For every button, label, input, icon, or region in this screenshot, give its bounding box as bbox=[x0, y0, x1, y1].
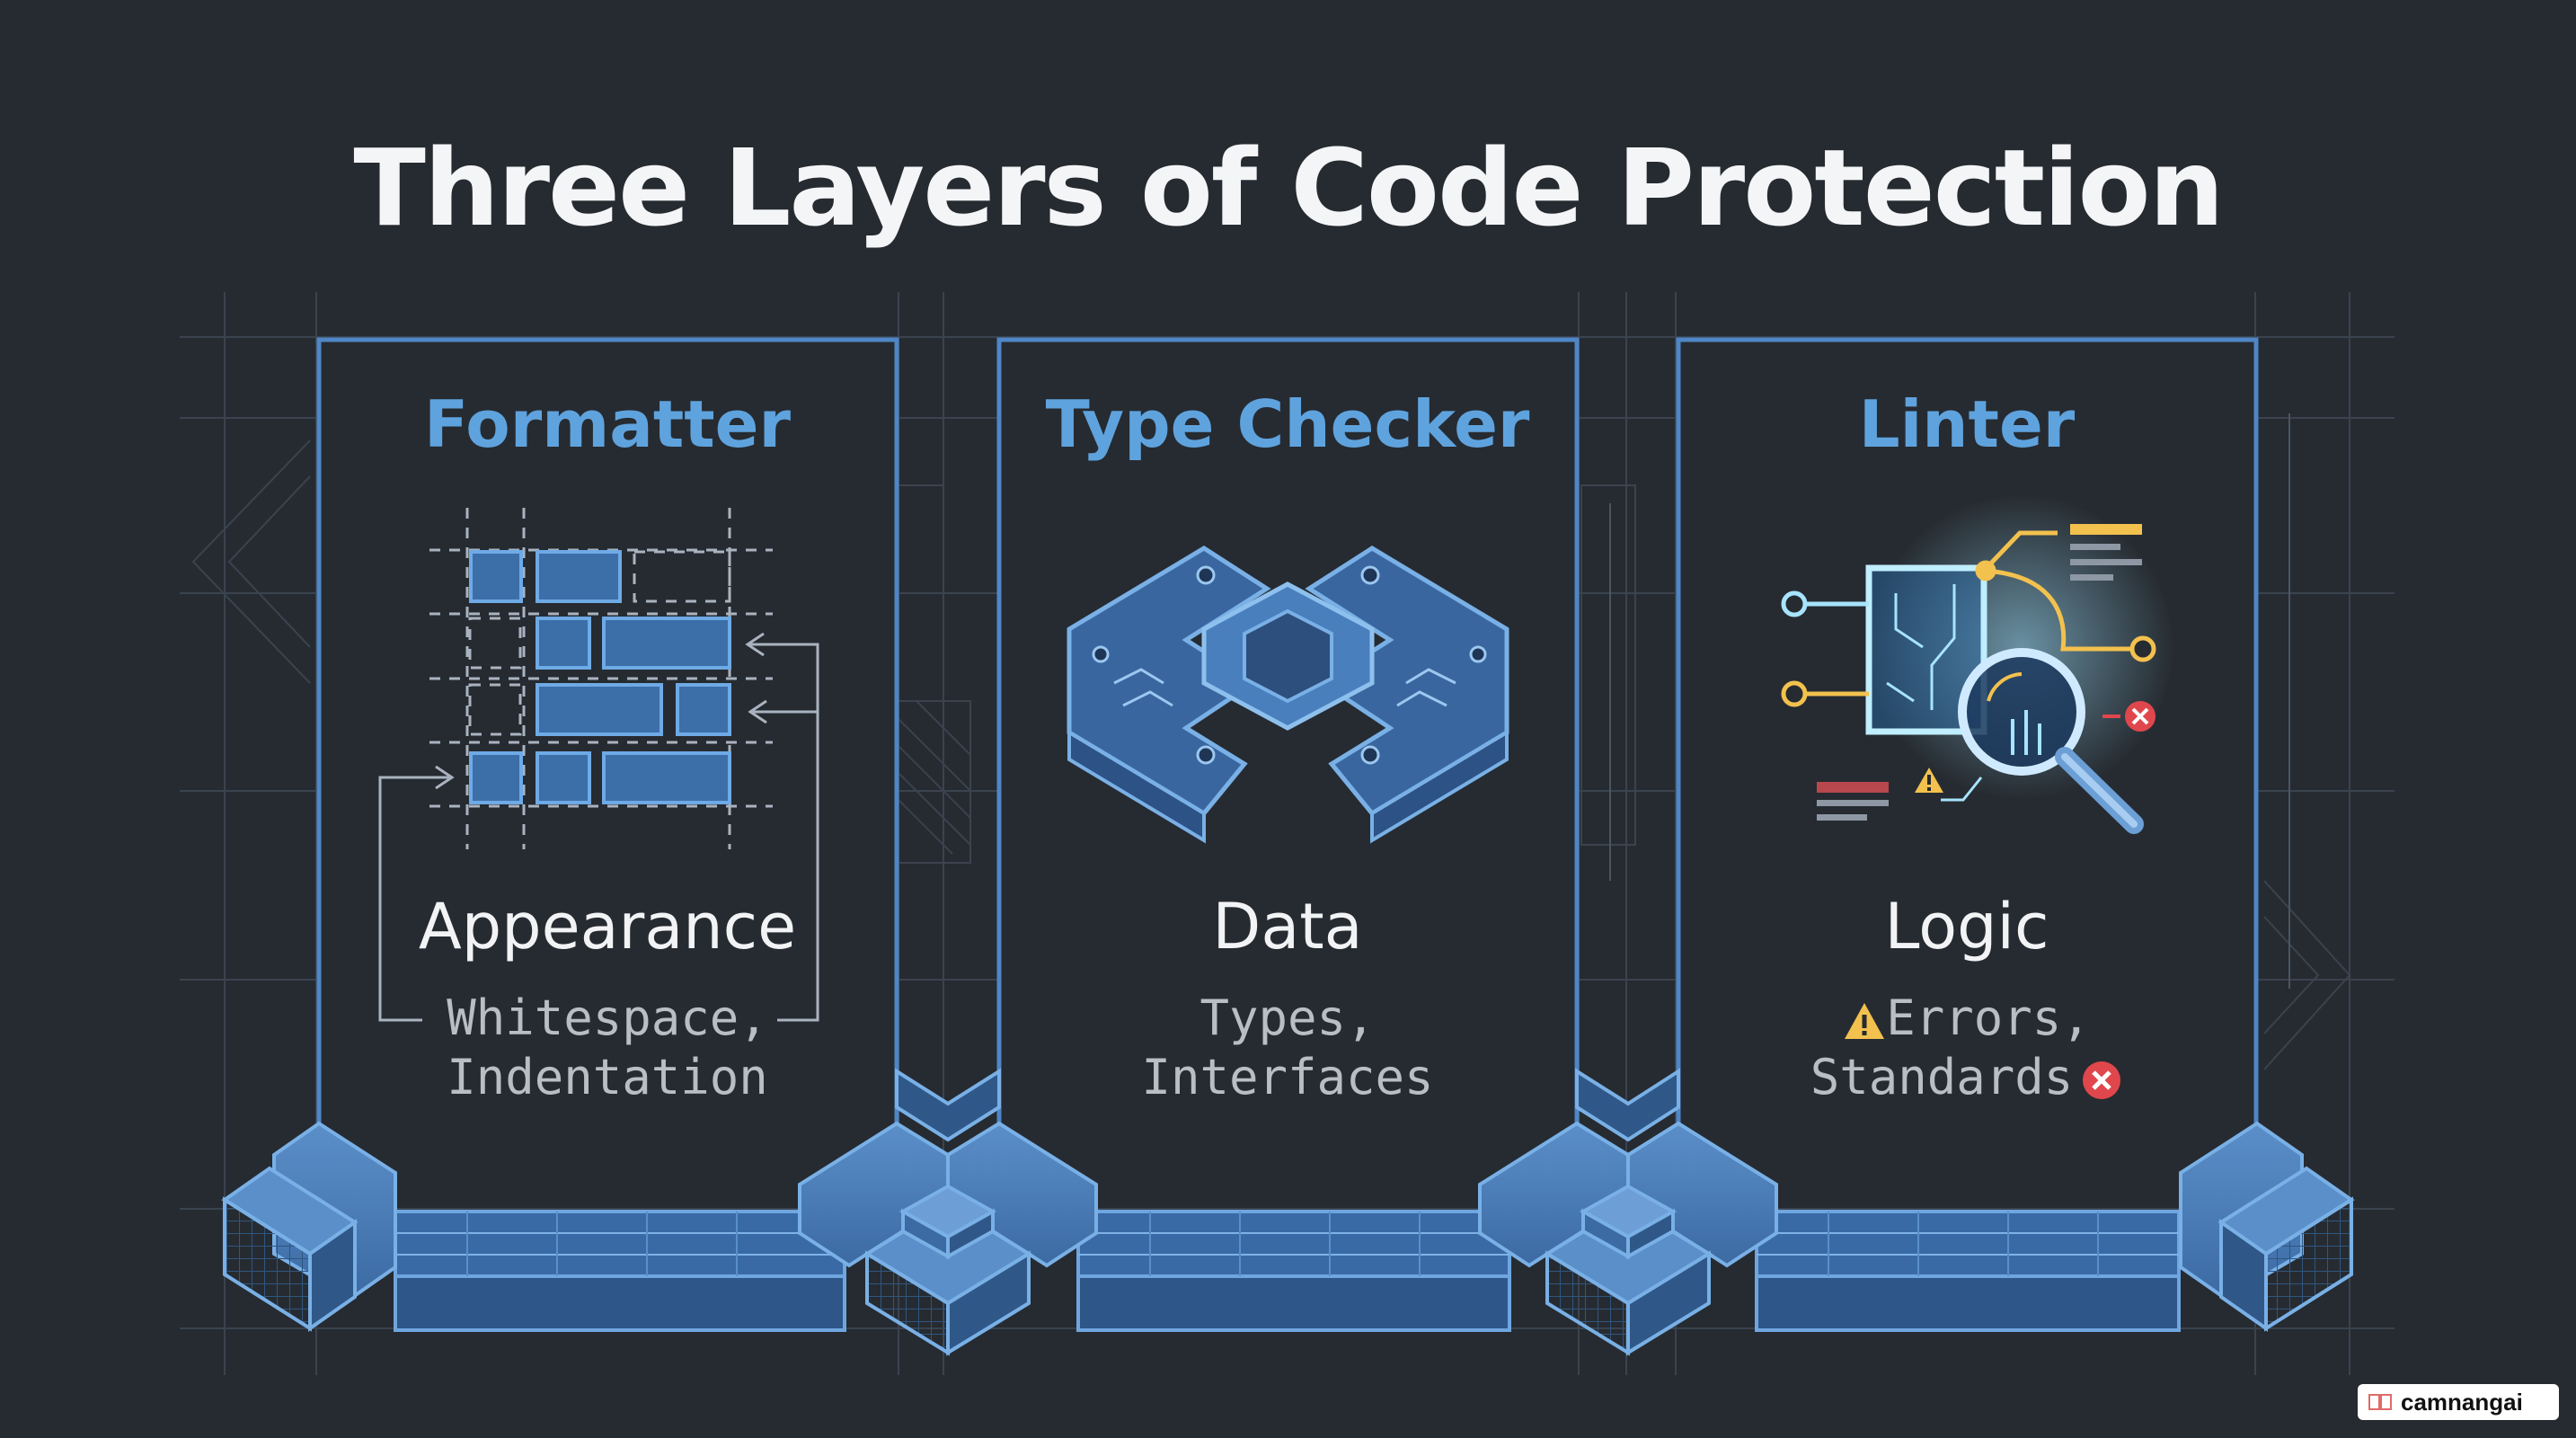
magnifier-circuit-icon bbox=[1781, 494, 2174, 834]
panel-title-formatter: Formatter bbox=[423, 386, 792, 462]
panel-desc-linter: Errors, Standards bbox=[1679, 989, 2254, 1107]
desc-line: Indentation bbox=[447, 1049, 768, 1105]
panel-desc-formatter: Whitespace, Indentation bbox=[320, 989, 895, 1107]
interlocking-chip-icon bbox=[1067, 546, 1509, 844]
desc-line: Whitespace, bbox=[447, 990, 768, 1046]
desc-text: Standards bbox=[1810, 1049, 2074, 1105]
watermark: camnangai bbox=[2358, 1384, 2559, 1420]
desc-line: Interfaces bbox=[1141, 1049, 1434, 1105]
hatch-marks bbox=[898, 700, 971, 855]
desc-line: Errors, bbox=[1679, 989, 2254, 1048]
book-icon bbox=[2368, 1394, 2392, 1410]
panel-category-type-checker: Data bbox=[1212, 890, 1363, 963]
panel-category-formatter: Appearance bbox=[418, 890, 797, 963]
desc-line: Types, bbox=[1199, 990, 1376, 1046]
desc-line: Standards bbox=[1679, 1048, 2254, 1107]
panel-title-linter: Linter bbox=[1858, 386, 2076, 462]
watermark-text: camnangai bbox=[2401, 1388, 2523, 1416]
error-icon bbox=[2083, 1061, 2121, 1100]
panel-desc-type-checker: Types, Interfaces bbox=[1000, 989, 1575, 1107]
warning-icon bbox=[1845, 1003, 1885, 1040]
formatting-blocks-icon bbox=[378, 508, 819, 1022]
page-title: Three Layers of Code Protection bbox=[353, 126, 2224, 250]
isometric-base bbox=[221, 1068, 2355, 1356]
desc-text: Errors, bbox=[1886, 990, 2091, 1046]
panel-title-type-checker: Type Checker bbox=[1045, 386, 1530, 462]
panel-category-linter: Logic bbox=[1884, 890, 2049, 963]
